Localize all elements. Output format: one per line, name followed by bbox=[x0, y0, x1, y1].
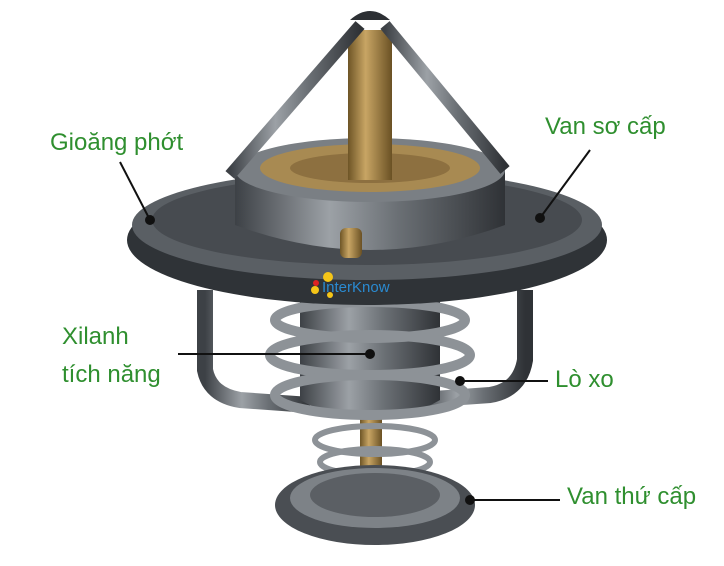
label-spring: Lò xo bbox=[555, 366, 614, 393]
leader-lines bbox=[119, 149, 591, 505]
pin bbox=[340, 228, 362, 258]
label-cylinder-line2: tích năng bbox=[62, 361, 161, 388]
label-cylinder-line1: Xilanh bbox=[62, 323, 129, 350]
interknow-watermark-logo: InterKnow bbox=[311, 272, 390, 298]
top-bracket bbox=[225, 21, 510, 179]
top-cap bbox=[350, 11, 390, 20]
primary-valve bbox=[235, 138, 505, 250]
top-rod bbox=[348, 30, 392, 180]
lower-frame bbox=[197, 290, 533, 413]
cylinder bbox=[300, 300, 440, 420]
label-secondary-valve: Van thứ cấp bbox=[567, 483, 697, 510]
svg-text:InterKnow: InterKnow bbox=[322, 279, 390, 296]
label-primary-valve: Van sơ cấp bbox=[545, 113, 666, 140]
secondary-valve bbox=[275, 465, 475, 545]
label-gasket: Gioăng phớt bbox=[50, 129, 184, 156]
